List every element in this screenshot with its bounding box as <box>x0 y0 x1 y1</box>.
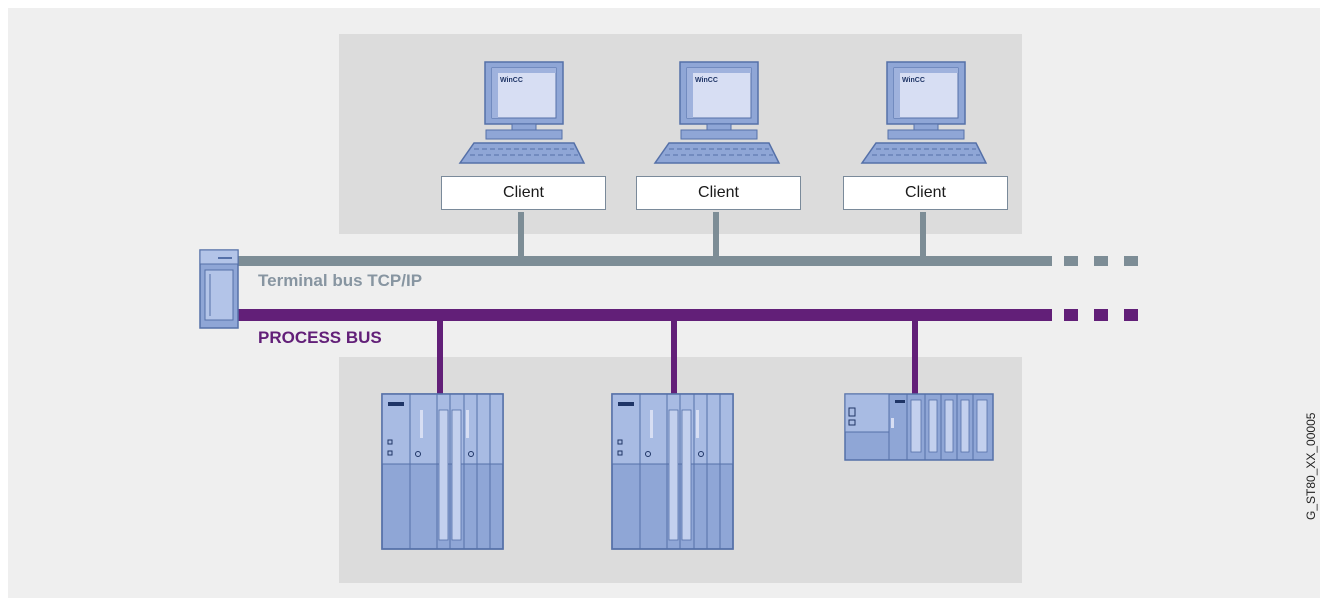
process-bus-continuation-dot <box>1064 309 1078 321</box>
terminal-bus-line <box>238 256 1052 266</box>
terminal-bus-continuation-dot <box>1094 256 1108 266</box>
screen-label: WinCC <box>695 77 718 84</box>
client-box: Client <box>441 176 606 210</box>
plc-rack-icon <box>611 393 734 550</box>
controller-drop-line <box>912 321 918 394</box>
controller-drop-line <box>671 321 677 394</box>
process-bus-label: PROCESS BUS <box>258 328 382 347</box>
server-icon <box>199 249 239 329</box>
client-drop-line <box>920 212 926 256</box>
terminal-bus-label: Terminal bus TCP/IP <box>258 271 423 290</box>
image-id-label: G_ST80_XX_00005 <box>1304 412 1318 520</box>
screen-label: WinCC <box>500 77 523 84</box>
computer-icon: WinCC <box>458 61 586 164</box>
terminal-bus-continuation-dot <box>1064 256 1078 266</box>
screen-label: WinCC <box>902 77 925 84</box>
controller-drop-line <box>437 321 443 394</box>
client-box: Client <box>843 176 1008 210</box>
plc-compact-icon <box>844 393 994 461</box>
plc-rack-icon <box>381 393 504 550</box>
client-box: Client <box>636 176 801 210</box>
client-drop-line <box>713 212 719 256</box>
terminal-bus-continuation-dot <box>1124 256 1138 266</box>
computer-icon: WinCC <box>653 61 781 164</box>
computer-icon: WinCC <box>860 61 988 164</box>
process-bus-line <box>238 309 1052 321</box>
process-bus-continuation-dot <box>1124 309 1138 321</box>
client-drop-line <box>518 212 524 256</box>
process-bus-continuation-dot <box>1094 309 1108 321</box>
